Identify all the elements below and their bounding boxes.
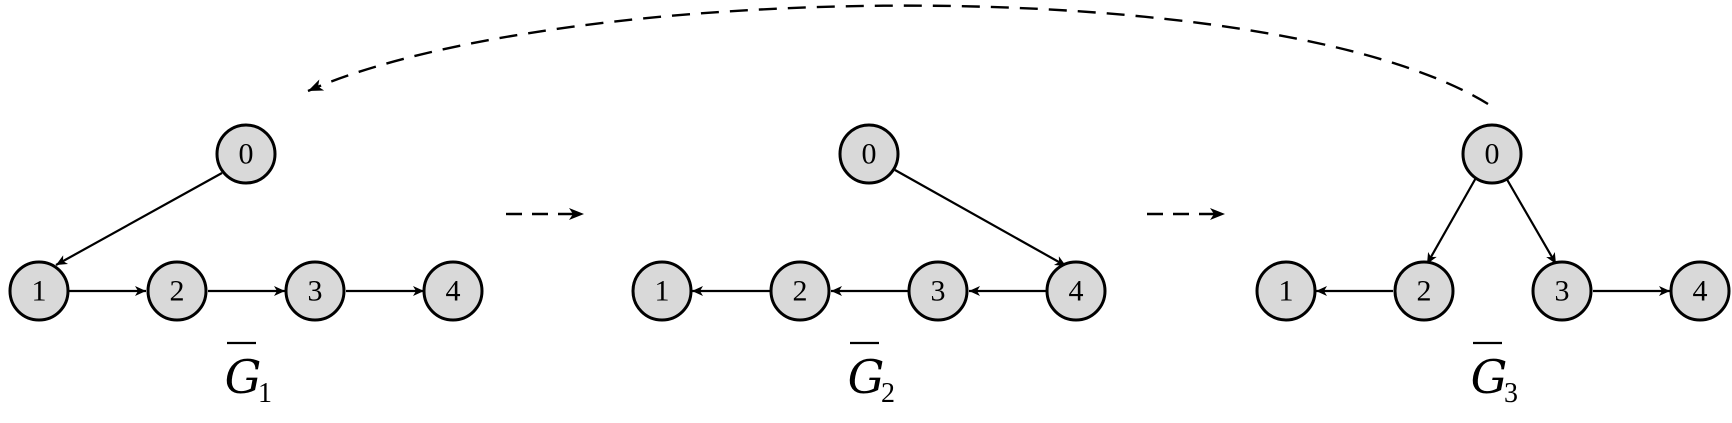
graph-2: 0 1 2 3 4 G 2 xyxy=(631,123,1107,409)
edge-0-2 xyxy=(1426,175,1478,265)
svg-text:2: 2 xyxy=(1417,275,1432,308)
node-1: 1 xyxy=(631,260,693,322)
svg-text:4: 4 xyxy=(1069,275,1084,308)
svg-text:G: G xyxy=(225,350,262,404)
graph-label: G 1 xyxy=(225,341,272,409)
node-3: 3 xyxy=(1531,260,1593,322)
graph-label: G 3 xyxy=(1471,341,1518,409)
edge-0-3 xyxy=(1504,175,1557,265)
node-2: 2 xyxy=(1393,260,1455,322)
graph-3: 0 1 2 3 4 G 3 xyxy=(1255,123,1731,409)
node-2: 2 xyxy=(769,260,831,322)
node-4: 4 xyxy=(1045,260,1107,322)
node-4: 4 xyxy=(422,260,484,322)
svg-text:1: 1 xyxy=(32,275,47,308)
node-4: 4 xyxy=(1669,260,1731,322)
svg-text:3: 3 xyxy=(308,275,323,308)
node-0: 0 xyxy=(215,123,277,185)
svg-text:2: 2 xyxy=(170,275,185,308)
node-1: 1 xyxy=(1255,260,1317,322)
svg-text:1: 1 xyxy=(1279,275,1294,308)
svg-text:1: 1 xyxy=(655,275,670,308)
svg-text:3: 3 xyxy=(1504,378,1518,409)
node-3: 3 xyxy=(284,260,346,322)
node-3: 3 xyxy=(907,260,969,322)
svg-text:2: 2 xyxy=(793,275,808,308)
svg-text:0: 0 xyxy=(1485,138,1500,171)
node-0: 0 xyxy=(1461,123,1523,185)
node-0: 0 xyxy=(838,123,900,185)
svg-text:G: G xyxy=(848,350,885,404)
transition-arrow-3-to-1 xyxy=(307,4,1489,106)
svg-text:0: 0 xyxy=(239,138,254,171)
graph-label: G 2 xyxy=(848,341,895,409)
graph-1: 0 1 2 3 4 G 1 xyxy=(8,123,484,409)
edge-0-4 xyxy=(894,169,1067,267)
edge-0-1 xyxy=(55,172,223,266)
svg-text:G: G xyxy=(1471,350,1508,404)
svg-text:4: 4 xyxy=(446,275,461,308)
svg-text:3: 3 xyxy=(931,275,946,308)
svg-text:4: 4 xyxy=(1693,275,1708,308)
node-1: 1 xyxy=(8,260,70,322)
svg-text:3: 3 xyxy=(1555,275,1570,308)
node-2: 2 xyxy=(146,260,208,322)
svg-text:1: 1 xyxy=(258,378,272,409)
svg-text:0: 0 xyxy=(862,138,877,171)
svg-text:2: 2 xyxy=(881,378,895,409)
